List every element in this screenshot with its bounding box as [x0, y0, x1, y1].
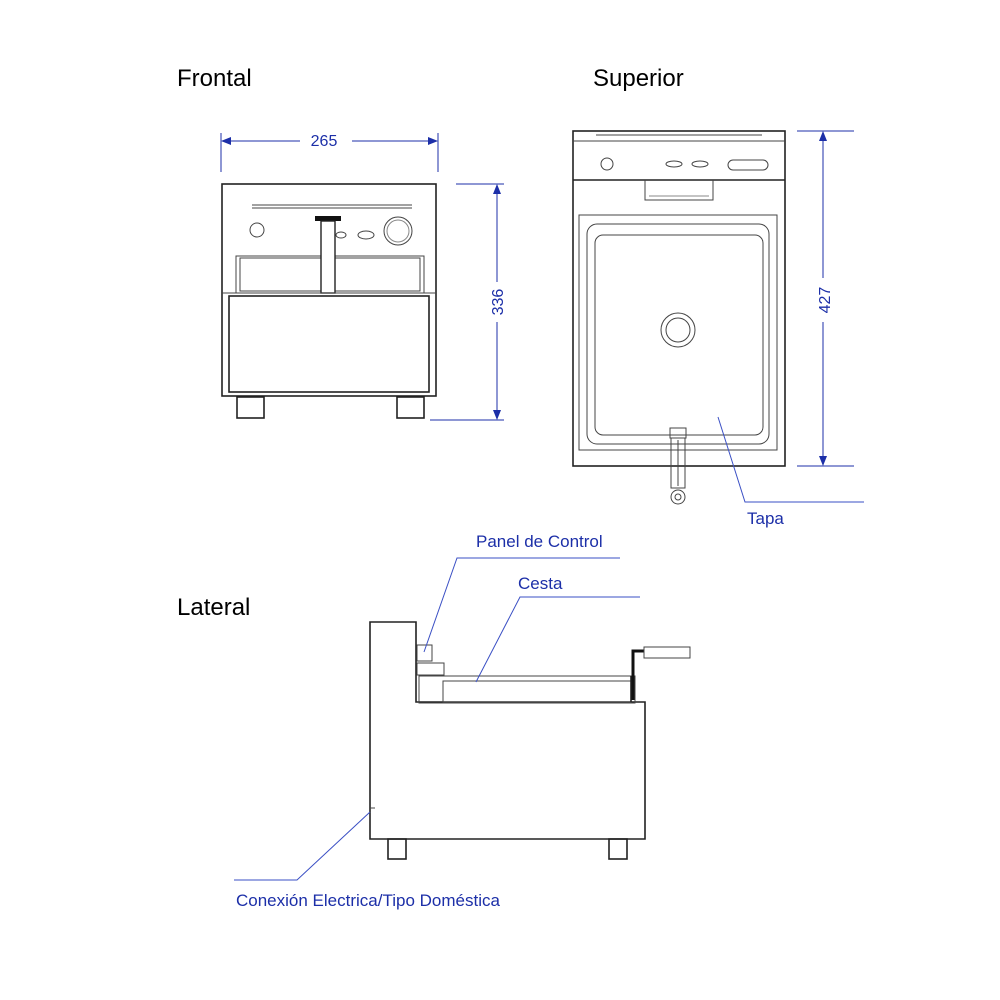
indicator-light-icon [249, 222, 265, 238]
lateral-basket [442, 680, 632, 703]
cesta-leader-line [475, 596, 640, 683]
superior-view: 427 Tapa [572, 130, 864, 528]
panel-leader-line [423, 557, 620, 653]
frontal-tank [228, 295, 430, 393]
basket-handle-bar [320, 220, 336, 294]
lateral-body-outline [369, 621, 646, 840]
thermostat-knob-icon [383, 216, 413, 246]
lateral-switch [416, 662, 445, 676]
lateral-basket-handle [643, 646, 691, 659]
panel-label: Panel de Control [476, 532, 603, 551]
tank-opening [586, 223, 770, 445]
frontal-foot-right [396, 396, 425, 419]
tapa-leader-line [717, 416, 864, 503]
lateral-view: Panel de Control Cesta Conexión Electric… [234, 532, 691, 910]
height-dimension: 336 [430, 183, 507, 421]
tapa-label: Tapa [747, 509, 784, 528]
height-dimension-label: 336 [490, 289, 507, 316]
superior-basket-handle [670, 437, 686, 489]
width-dimension: 265 [220, 133, 439, 172]
indicator-light-icon [600, 157, 614, 171]
switch-icon [691, 160, 709, 168]
drain-icon [660, 312, 696, 348]
frontal-body-outline [221, 183, 437, 397]
lateral-knob [416, 644, 433, 662]
lateral-foot-left [387, 838, 407, 860]
cesta-label: Cesta [518, 574, 563, 593]
depth-dimension: 427 [797, 130, 854, 467]
width-dimension-label: 265 [311, 133, 338, 150]
frontal-foot-left [236, 396, 265, 419]
conexion-label: Conexión Electrica/Tipo Doméstica [236, 891, 500, 910]
depth-dimension-label: 427 [817, 287, 834, 314]
switch-icon [335, 231, 347, 239]
switch-icon [665, 160, 683, 168]
conexion-leader-line [234, 811, 371, 881]
view-title-lateral: Lateral [177, 594, 250, 621]
frontal-view: 265 336 [220, 133, 507, 421]
switch-icon [357, 230, 375, 240]
thermostat-knob-icon [727, 159, 769, 171]
lid-tapa [594, 234, 764, 436]
lateral-foot-right [608, 838, 628, 860]
view-title-frontal: Frontal [177, 65, 252, 92]
superior-body-outline [572, 130, 786, 467]
view-title-superior: Superior [593, 65, 684, 92]
basket-handle-grip [315, 216, 341, 221]
